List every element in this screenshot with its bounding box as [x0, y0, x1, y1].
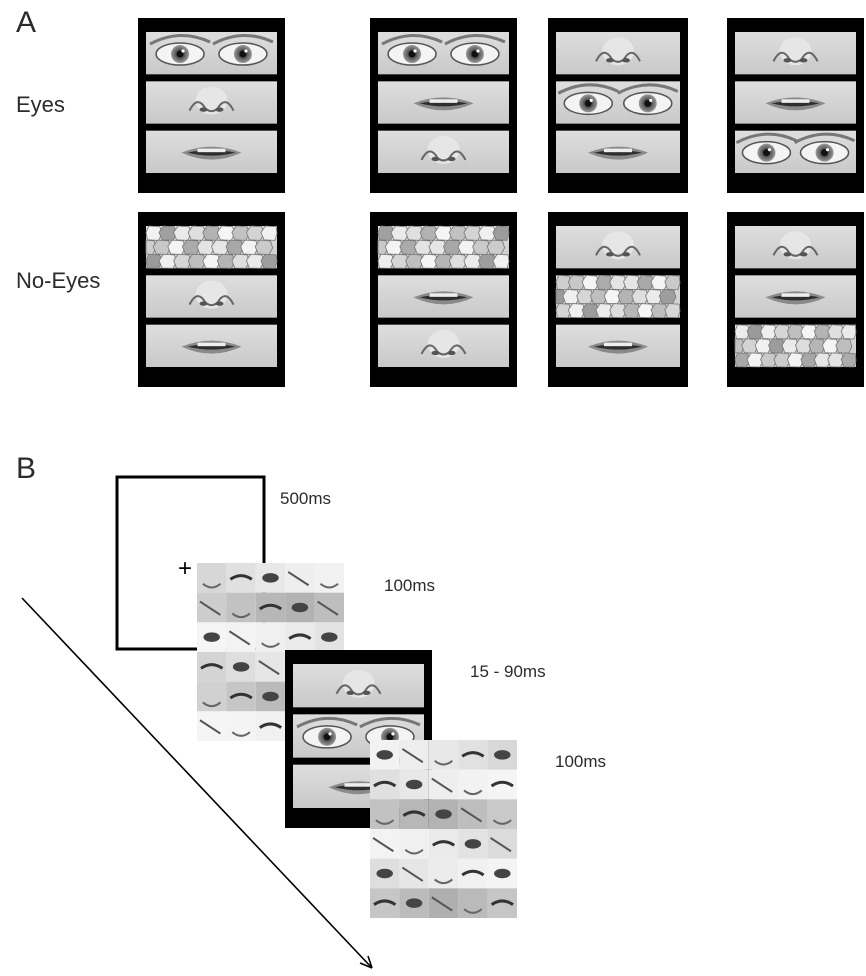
- mouth-strip: [378, 275, 509, 318]
- panel-a-stimuli: [138, 18, 864, 387]
- nose-strip: [146, 275, 277, 318]
- mosaic-strip: [555, 274, 681, 319]
- stimulus-card: [548, 212, 688, 387]
- right-eye: [444, 33, 506, 66]
- mouth: [588, 340, 648, 354]
- scrambled-mask: [370, 740, 517, 918]
- stimulus-1: [138, 212, 285, 387]
- duration-label-mask-2: 100ms: [555, 752, 607, 771]
- left-eye: [557, 83, 619, 116]
- mosaic-strip: [145, 225, 278, 269]
- nose: [420, 135, 467, 164]
- left-eye: [149, 33, 211, 66]
- eyes-strip: [378, 32, 509, 75]
- mouth: [588, 146, 648, 160]
- mosaic-mask: [377, 225, 510, 269]
- row-label-no-eyes: No-Eyes: [16, 268, 101, 293]
- left-eye: [381, 33, 443, 66]
- duration-label-mask-1: 100ms: [384, 576, 436, 595]
- duration-label-face: 15 - 90ms: [470, 662, 546, 681]
- stimulus-card: [138, 18, 285, 193]
- row-label-eyes: Eyes: [16, 92, 65, 117]
- right-eye: [617, 83, 679, 116]
- nose-strip: [378, 130, 509, 173]
- mosaic-mask: [555, 274, 681, 319]
- stimulus-3: [548, 212, 688, 387]
- mouth-strip: [146, 324, 277, 367]
- stimulus-card: [370, 18, 517, 193]
- row-no-eyes: [138, 212, 864, 387]
- nose: [188, 280, 235, 309]
- eyes-strip: [556, 81, 680, 124]
- panel-a-label: A: [16, 6, 37, 39]
- panel-b-label: B: [16, 452, 37, 485]
- mosaic-strip: [734, 324, 857, 368]
- eyes-strip: [146, 32, 277, 75]
- mosaic-strip: [377, 225, 510, 269]
- right-eye: [212, 33, 274, 66]
- nose: [772, 37, 819, 66]
- mouth-strip: [378, 81, 509, 124]
- stimulus-card: [138, 212, 285, 387]
- mouth-strip: [735, 275, 856, 318]
- stimulus-card: [548, 18, 688, 193]
- nose-strip: [556, 226, 680, 269]
- stimulus-4: [727, 18, 864, 193]
- nose-strip: [378, 324, 509, 367]
- mouth: [413, 97, 474, 111]
- nose: [335, 669, 382, 698]
- fixation-cross: +: [178, 555, 192, 582]
- left-eye: [296, 716, 358, 749]
- stimulus-2: [370, 212, 517, 387]
- eyes-strip: [735, 130, 856, 173]
- mouth-strip: [146, 130, 277, 173]
- mouth: [765, 291, 826, 305]
- mouth-strip: [556, 130, 680, 173]
- row-eyes: [138, 18, 864, 193]
- mosaic-mask: [734, 324, 857, 368]
- stimulus-card: [727, 18, 864, 193]
- nose: [772, 231, 819, 260]
- stimulus-2: [370, 18, 517, 193]
- stimulus-card: [727, 212, 864, 387]
- nose: [420, 329, 467, 358]
- stimulus-1: [138, 18, 285, 193]
- duration-label-fixation: 500ms: [280, 489, 332, 508]
- mouth: [413, 291, 474, 305]
- nose: [188, 86, 235, 115]
- nose-strip: [293, 664, 424, 708]
- stimulus-3: [548, 18, 688, 193]
- time-arrow: [21, 597, 373, 969]
- stimulus-card: [370, 212, 517, 387]
- nose-strip: [735, 226, 856, 269]
- left-eye: [735, 132, 798, 165]
- right-eye: [793, 132, 856, 165]
- nose-strip: [556, 32, 680, 75]
- mouth-strip: [735, 81, 856, 124]
- mouth: [181, 146, 242, 160]
- nose-strip: [735, 32, 856, 75]
- mosaic-mask: [145, 225, 278, 269]
- mouth: [181, 340, 242, 354]
- nose-strip: [146, 81, 277, 124]
- panel-b-sequence: +: [21, 475, 517, 969]
- nose: [595, 37, 641, 66]
- mouth-strip: [556, 324, 680, 367]
- nose: [595, 231, 641, 260]
- stimulus-4: [727, 212, 864, 387]
- mouth: [765, 97, 826, 111]
